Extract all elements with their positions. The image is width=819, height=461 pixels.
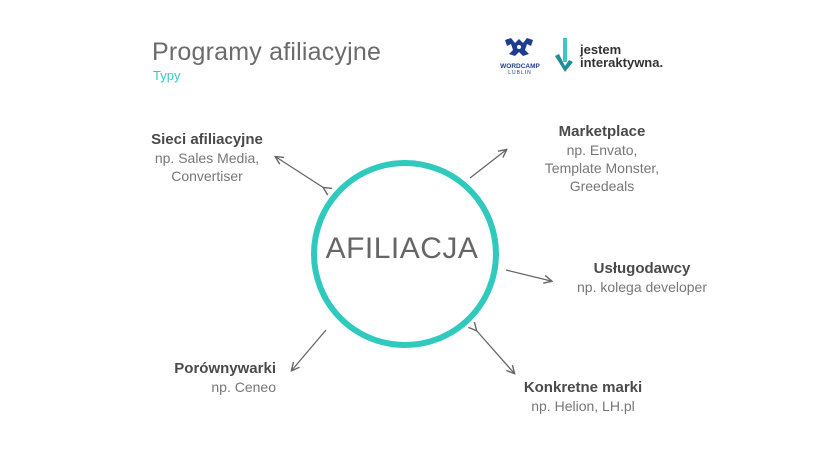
wordcamp-logo-icon [505,38,533,56]
connector-porownywarki [292,329,327,370]
node-sub: np. kolega developer [577,279,707,295]
node-marketplace: Marketplace np. Envato, Template Monster… [527,123,677,195]
connector-uslugodawcy [505,269,551,281]
node-konkretne-marki: Konkretne marki np. Helion, LH.pl [508,379,658,415]
node-uslugodawcy: Usługodawcy np. kolega developer [562,260,722,296]
connector-marketplace [469,150,506,179]
node-head: Sieci afiliacyjne [151,131,263,148]
connector-konkretne [476,330,514,373]
node-sieci-afiliacyjne: Sieci afiliacyjne np. Sales Media, Conve… [140,131,274,185]
node-head: Usługodawcy [593,260,691,277]
wordmark-line1: jestem [580,42,622,57]
center-circle [311,160,499,348]
jestem-interaktywna-logo-icon [555,38,573,72]
node-sub: np. Helion, LH.pl [531,398,635,414]
node-sub: Convertiser [171,168,243,184]
node-sub: np. Envato, [566,142,638,158]
node-sub: np. Ceneo [211,379,276,395]
jestem-interaktywna-wordmark: jestem interaktywna. [580,43,663,69]
wordcamp-city: LUBLIN [508,70,532,76]
node-sub: np. Sales Media, [154,150,260,166]
node-porownywarki: Porównywarki np. Ceneo [152,360,276,396]
node-head: Konkretne marki [523,379,643,396]
node-sub: Greedeals [569,178,635,194]
wordmark-line2: interaktywna. [580,55,664,70]
node-head: Marketplace [558,123,646,140]
slide-subtitle: Typy [153,68,181,83]
slide-title: Programy afiliacyjne [152,38,382,66]
node-sub: Template Monster, [544,160,660,176]
connector-sieci [276,157,324,188]
node-head: Porównywarki [174,360,276,377]
wordcamp-label: WORDCAMP [500,63,540,70]
center-label: AFILIACJA [325,232,479,265]
